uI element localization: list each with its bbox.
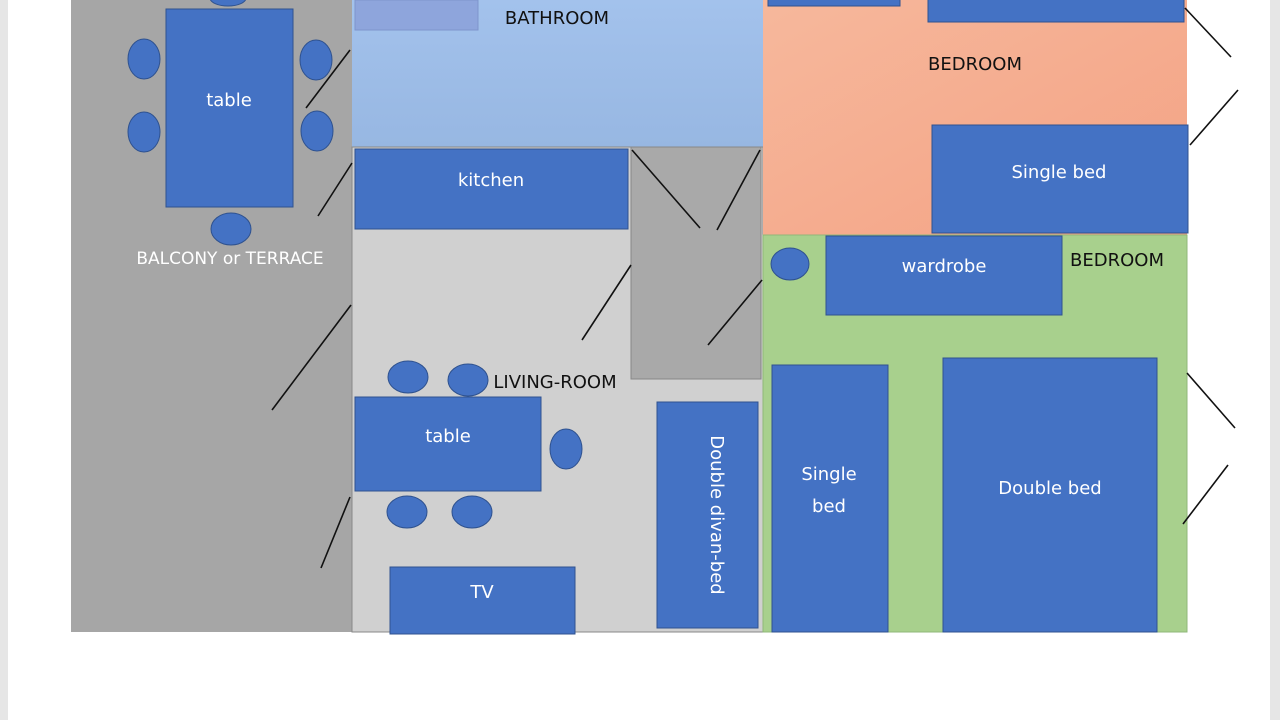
balcony-label: BALCONY or TERRACE: [136, 249, 323, 269]
chair: [387, 360, 429, 394]
door-line: [581, 264, 632, 341]
chair: [210, 0, 246, 7]
single-bed-label-line1: Single: [801, 464, 856, 485]
bedroom-1-single-bed: [931, 124, 1189, 234]
bedroom-1-furniture: [927, 0, 1185, 23]
double-bed: [942, 357, 1158, 633]
page-left-edge: [0, 0, 8, 720]
door-line: [716, 149, 761, 231]
chair: [549, 428, 583, 470]
balcony-table-label: table: [206, 90, 252, 111]
tv-label: TV: [469, 582, 494, 603]
tv-unit: [389, 566, 576, 635]
wardrobe: [825, 235, 1063, 316]
bathroom-fixture: [354, 0, 479, 31]
window-line: [1184, 7, 1232, 58]
bedroom-1-furniture: [767, 0, 901, 7]
door-lines: [271, 7, 1239, 569]
door-line: [707, 279, 763, 346]
door-line: [305, 49, 351, 109]
living-table: [354, 396, 542, 492]
divan-bed-label: Double divan-bed: [706, 435, 727, 594]
chair: [210, 212, 252, 246]
chair: [451, 495, 493, 529]
balcony-table: [165, 8, 294, 208]
door-line: [317, 162, 353, 217]
stool: [770, 247, 810, 281]
chair: [300, 110, 334, 152]
chair: [299, 39, 333, 81]
kitchen-label: kitchen: [458, 170, 524, 191]
hallway-area: [630, 146, 762, 380]
bedroom-2-single-bed: [771, 364, 889, 633]
wardrobe-label: wardrobe: [902, 256, 987, 277]
bathroom-label: BATHROOM: [505, 8, 609, 29]
door-line: [271, 304, 352, 411]
window-line: [1189, 89, 1239, 146]
single-bed-label-line2: bed: [812, 496, 846, 517]
window-line: [1182, 464, 1229, 525]
chair: [127, 38, 161, 80]
chair: [386, 495, 428, 529]
bedroom-1-label: BEDROOM: [928, 54, 1022, 75]
divan-bed: [656, 401, 759, 629]
door-line: [631, 149, 701, 229]
kitchen-counter: [354, 148, 629, 230]
door-line: [320, 496, 351, 569]
living-room-label: LIVING-ROOM: [493, 372, 616, 393]
living-table-label: table: [425, 426, 471, 447]
window-line: [1186, 372, 1236, 429]
double-bed-label: Double bed: [998, 478, 1101, 499]
page-right-edge: [1270, 0, 1280, 720]
bedroom-1-bed-label: Single bed: [1012, 162, 1107, 183]
chair: [447, 363, 489, 397]
chair: [127, 111, 161, 153]
bedroom-2-label: BEDROOM: [1070, 250, 1164, 271]
